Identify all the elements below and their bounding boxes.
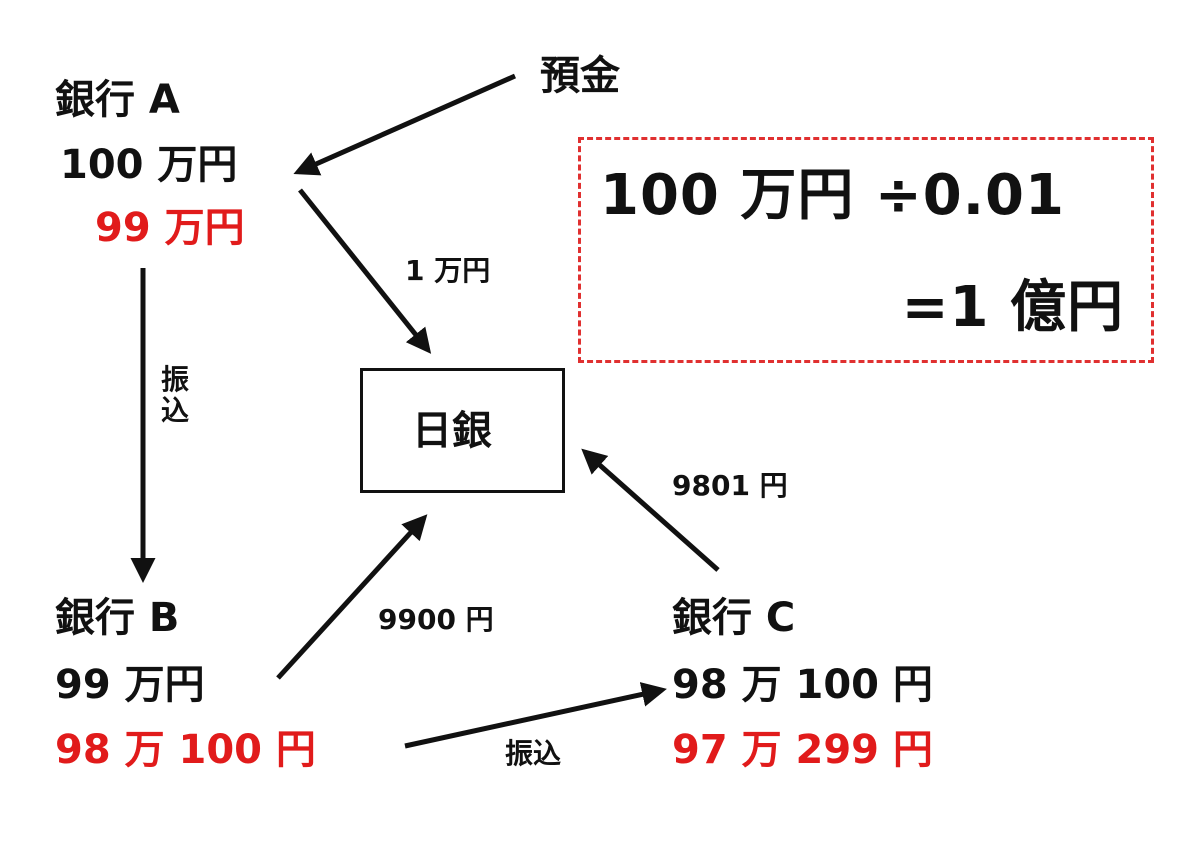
arrow-bank-b-to-boj — [276, 514, 428, 680]
bank-b-name: 銀行 B — [55, 595, 180, 641]
label-a-to-boj: 1 万円 — [405, 254, 491, 287]
arrow-bank-b-to-bank-c — [404, 682, 667, 749]
formula-box — [578, 137, 1154, 363]
bank-b-remaining: 98 万 100 円 — [55, 727, 316, 773]
label-c-to-boj: 9801 円 — [672, 469, 788, 502]
arrow-bank-c-to-boj — [581, 448, 720, 572]
bank-a-remaining: 99 万円 — [95, 205, 245, 251]
formula-line-1: 100 万円 ÷0.01 — [600, 163, 1065, 228]
label-b-to-boj: 9900 円 — [378, 603, 494, 636]
boj-label: 日銀 — [412, 408, 492, 454]
deposit-label: 預金 — [540, 53, 620, 99]
bank-c-remaining: 97 万 299 円 — [672, 727, 933, 773]
formula-line-2: =1 億円 — [901, 275, 1124, 340]
arrow-bank-a-to-boj — [298, 188, 432, 354]
label-a-to-b-transfer: 振込 — [160, 363, 189, 427]
arrow-deposit-to-bank-a — [293, 73, 517, 176]
boj-box — [360, 368, 565, 493]
label-b-to-c-transfer: 振込 — [505, 737, 562, 770]
bank-a-name: 銀行 A — [55, 77, 180, 123]
bank-b-amount: 99 万円 — [55, 662, 205, 708]
bank-c-name: 銀行 C — [672, 595, 796, 641]
bank-a-amount: 100 万円 — [60, 142, 238, 188]
bank-c-amount: 98 万 100 円 — [672, 662, 933, 708]
